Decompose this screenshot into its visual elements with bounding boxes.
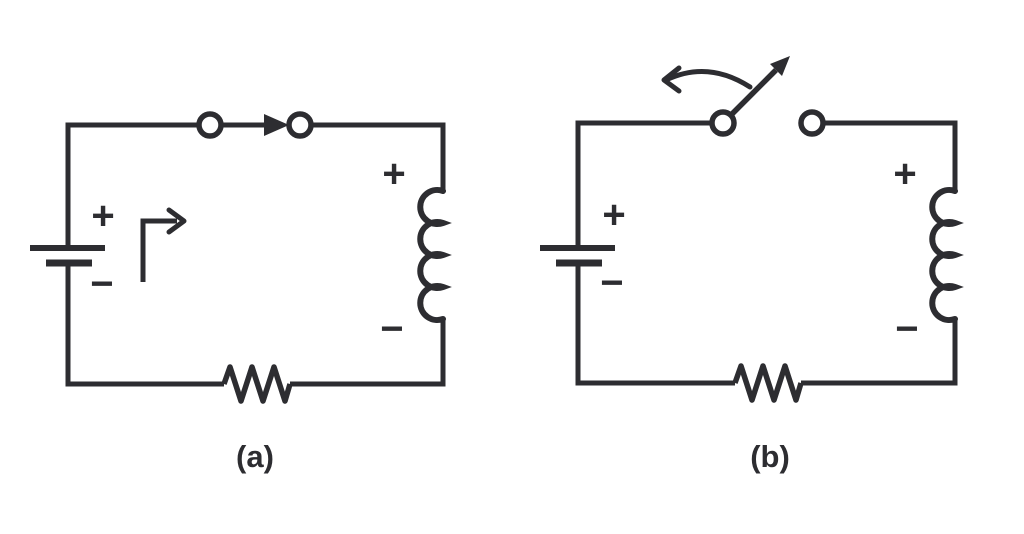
wire-bottom-right — [290, 318, 446, 387]
switch-lever-arrowhead-icon — [770, 56, 790, 76]
switch-lever — [729, 68, 778, 117]
opening-arc — [663, 69, 753, 90]
inductor-symbol: + − — [893, 152, 964, 351]
inductor-minus-label: − — [895, 307, 918, 351]
inductor-minus-label: − — [380, 307, 403, 351]
battery-minus-label: − — [600, 261, 623, 305]
inductor-plus-label: + — [893, 152, 916, 196]
inductor-coil — [929, 187, 964, 323]
circuit-b: + − + − (b) — [540, 56, 964, 474]
wire-top-left — [575, 120, 712, 246]
battery-minus-label: − — [90, 262, 113, 306]
switch-contact-right — [286, 111, 314, 139]
wire-top-right — [823, 120, 958, 191]
circuit-a: + − + − (a) — [30, 111, 452, 474]
circuit-a-group: + − + − (a) — [30, 111, 452, 474]
switch-pivot-contact — [709, 109, 737, 137]
current-direction-arrow-icon — [140, 207, 187, 282]
battery-plus-label: + — [91, 194, 114, 238]
switch-opening-arrow-icon — [661, 65, 753, 94]
wire-top-right — [311, 122, 446, 191]
opening-arrow-head — [661, 65, 682, 94]
circuit-b-group: + − + − (b) — [540, 56, 964, 474]
battery-symbol: + − — [540, 193, 626, 305]
inductor-symbol: + − — [380, 152, 452, 351]
wire-bottom-right — [801, 318, 958, 386]
switch-arrow-icon — [264, 114, 289, 136]
switch-contact-right — [798, 109, 826, 137]
switch-contact-left — [196, 111, 224, 139]
wire-top-left — [65, 122, 199, 246]
resistor-zigzag — [221, 364, 293, 404]
inductor-plus-label: + — [382, 152, 405, 196]
switch-closed — [196, 111, 314, 139]
current-arrow-head — [166, 207, 187, 235]
wire-left-bottom — [65, 265, 224, 387]
battery-symbol: + − — [30, 194, 115, 306]
current-arrow-shaft — [140, 218, 177, 282]
battery-plus-label: + — [602, 193, 625, 237]
resistor-zigzag — [732, 363, 804, 403]
wire-left-bottom — [575, 265, 735, 386]
caption-a: (a) — [236, 439, 274, 474]
caption-b: (b) — [750, 439, 790, 474]
switch-open — [661, 56, 826, 137]
inductor-coil — [417, 187, 452, 323]
